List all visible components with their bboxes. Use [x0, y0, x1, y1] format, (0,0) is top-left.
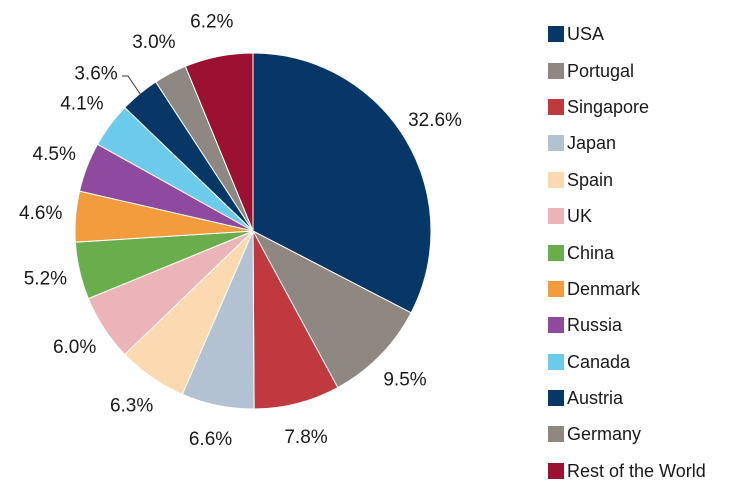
legend-item-japan: Japan — [548, 125, 742, 161]
legend-item-denmark: Denmark — [548, 271, 742, 307]
slice-label-austria: 3.6% — [74, 64, 117, 85]
legend-swatch — [548, 353, 564, 370]
legend-item-china: China — [548, 234, 742, 270]
slice-label-russia: 4.5% — [33, 144, 76, 165]
slice-label-singapore: 7.8% — [284, 427, 327, 448]
legend-label: Russia — [567, 315, 623, 336]
legend-label: UK — [567, 206, 593, 227]
legend-swatch — [548, 462, 564, 479]
legend-label: Rest of the World — [567, 460, 706, 481]
legend-swatch — [548, 98, 564, 115]
slice-label-portugal: 9.5% — [383, 370, 426, 391]
legend-item-usa: USA — [548, 16, 742, 52]
legend-swatch — [548, 280, 564, 297]
legend-label: Spain — [567, 169, 614, 190]
slice-label-japan: 6.6% — [189, 429, 232, 450]
slice-label-denmark: 4.6% — [19, 203, 62, 224]
slice-label-usa: 32.6% — [408, 110, 462, 131]
legend-item-uk: UK — [548, 198, 742, 234]
legend-swatch — [548, 208, 564, 225]
legend-label: Austria — [567, 388, 624, 409]
pie-slices — [74, 52, 432, 410]
legend-label: Singapore — [567, 96, 650, 117]
slice-usa — [252, 52, 432, 314]
legend-swatch — [548, 135, 564, 152]
slice-rest-of-the-world — [184, 52, 254, 232]
slice-portugal — [251, 229, 412, 389]
pie-chart: 32.6% 9.5% 7.8% 6.6% 6.3% 6.0% 5.2% 4.6% 4.5% 4.1… — [19, 12, 706, 481]
legend-swatch — [548, 62, 564, 79]
legend-item-singapore: Singapore — [548, 89, 742, 125]
legend-swatch — [548, 244, 564, 261]
legend-item-portugal: Portugal — [548, 52, 742, 88]
slice-label-germany: 3.0% — [132, 32, 175, 53]
legend-swatch — [548, 171, 564, 188]
slice-label-china: 5.2% — [24, 268, 67, 289]
legend-item-rest-of-the-world: Rest of the World — [548, 453, 742, 489]
legend-item-russia: Russia — [548, 307, 742, 343]
slice-label-spain: 6.3% — [110, 396, 153, 417]
legend-swatch — [548, 390, 564, 407]
legend-item-austria: Austria — [548, 380, 742, 416]
leader-line-austria — [122, 75, 144, 99]
pie-chart-svg: 32.6% 9.5% 7.8% 6.6% 6.3% 6.0% 5.2% 4.6% 4.5% 4.1… — [19, 12, 462, 451]
legend-label: Portugal — [567, 60, 635, 81]
legend-item-spain: Spain — [548, 162, 742, 198]
slice-labels: 32.6% 9.5% 7.8% 6.6% 6.3% 6.0% 5.2% 4.6% 4.5% 4.1… — [19, 12, 462, 451]
legend-item-germany: Germany — [548, 416, 742, 452]
legend-label: USA — [567, 24, 605, 45]
legend-label: China — [567, 242, 615, 263]
leader-lines — [122, 75, 144, 99]
legend-label: Germany — [567, 424, 642, 445]
slice-label-rest-of-the-world: 6.2% — [190, 12, 233, 33]
slice-label-canada: 4.1% — [60, 94, 103, 115]
legend-label: Japan — [567, 133, 617, 154]
legend-swatch — [548, 317, 564, 334]
legend-label: Canada — [567, 351, 631, 372]
legend-swatch — [548, 426, 564, 443]
legend-swatch — [548, 26, 564, 43]
legend-label: Denmark — [567, 278, 641, 299]
slice-label-uk: 6.0% — [53, 337, 96, 358]
legend-item-canada: Canada — [548, 344, 742, 380]
